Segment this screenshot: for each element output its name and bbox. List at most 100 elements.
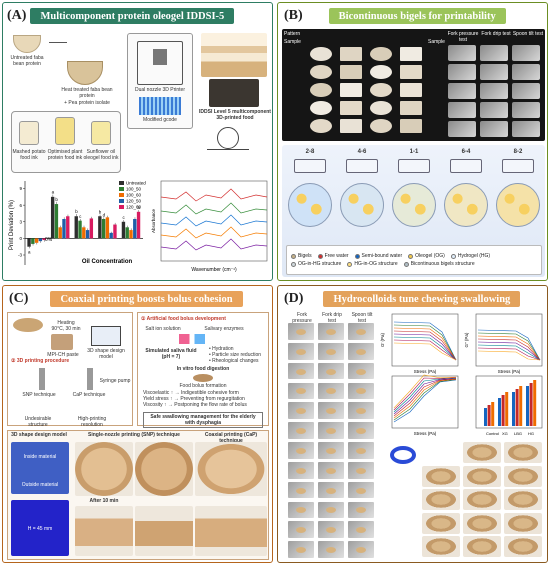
bigel-test-photo [448,102,476,118]
panel-c-title: (C) Coaxial printing boosts bolus cohesi… [9,290,243,308]
bigel-test-photo [480,45,508,61]
printed-sample-photo [463,536,501,557]
spectrum-line-purple [160,238,268,251]
bolus-icon [193,374,213,382]
bigel-test-photo [448,83,476,99]
saliva-fluid-label: Simulated saliva fluid (pH = 7) [145,348,197,360]
ratio-cup-icon [346,159,378,173]
legend-text: Hydrogel (HG) [457,253,491,259]
prop-2: Yield stress ↑ → Preventing from regurgi… [143,396,245,402]
group-bar [484,408,487,426]
bigel-shape-photo [340,65,362,79]
printer-label: Dual nozzle 3D Printer [134,87,186,93]
cap-header: Coaxial printing (CaP) technique [204,432,258,444]
printed-sample-photo [504,536,542,557]
gp-ylabel: G′ (Pa) [380,332,385,347]
legend-item: OG-in-HG structure [291,261,341,267]
printed-sample-photo [422,465,460,487]
group-bar [505,392,509,426]
stress-curve [393,378,457,419]
bar [98,216,102,239]
legend-label: 120_60 [126,205,142,210]
bar [54,204,59,239]
bigel-shape-photo [370,65,392,79]
bigel-shape-photo [340,47,362,61]
sample-blob [296,348,306,355]
untreated-bowl-icon [13,35,41,53]
after-10min-label: After 10 min [89,498,119,504]
bar [27,238,31,247]
significance-letter: b [99,210,102,215]
spectrum-line-green [160,202,268,215]
hydrocolloid-photo-grid [282,322,378,560]
bigel-shape-photo [340,119,362,133]
significance-letter: a [28,249,31,254]
sample-blob [356,348,366,355]
bigel-shape-photo [310,119,332,133]
gp-curve [393,342,457,361]
sample-blob [356,507,366,514]
panel-a-title: (A) Multicomponent protein oleogel IDDSI… [7,7,235,25]
nozzle-icon [153,49,167,65]
legend-swatch [119,205,124,209]
effect-1: • Hydration [209,346,234,352]
bigel-shape-photo [370,83,392,97]
legend-swatch [119,187,124,191]
legend-swatch [291,261,296,267]
spoon-tilt-header: Spoon tilt test [512,31,544,37]
bar [109,232,113,239]
d-fork-drip-header: Fork drip test [322,312,342,324]
sample-blob [326,388,336,395]
spectrum-line-blue [160,214,268,227]
management-label: Safe swallowing management for the elder… [143,412,263,428]
bigel-shape-photo [370,101,392,115]
gpp-curve [477,347,541,361]
heat-treated-label: Heat treated faba bean protein [61,87,113,99]
bigel-test-photo [448,121,476,137]
spectra-ylabel: Absorbance [151,209,156,234]
bigel-test-photo [480,121,508,137]
printed-sample-photo [504,489,542,510]
gpp-curve [477,350,541,361]
bigel-shape-photo [340,101,362,115]
legend-swatch [347,261,353,267]
bigel-shape-photo [310,65,332,79]
bolus-label: Food bolus formation [179,383,227,389]
isolate-label: + Pea protein isolate [64,100,110,106]
powder-bowls-icon [13,318,43,332]
significance-letter: b [75,209,78,214]
printed-sample-photos [422,442,544,560]
mpi-label: MPI-CH paste [47,352,79,358]
bigel-shape-photo [370,47,392,61]
panel-c-title-bar: Coaxial printing boosts bolus cohesion [50,291,243,307]
bigel-structure-circle [340,183,384,227]
legend-item: Bicontinuous bigels structure [403,261,475,267]
bigel-test-photo [512,121,540,137]
group-xg: XG [502,431,508,436]
bar [62,219,66,239]
sample-blob [296,408,306,415]
gp-curve [393,330,457,361]
stress-curve [393,378,457,415]
group-bar [526,386,529,426]
fork-drip-header: Fork drip test [481,31,511,37]
bar [101,219,106,239]
significance-letter: c [79,214,82,219]
ratio-cup-icon [294,159,326,173]
bigel-structure-circle [288,183,332,227]
sample-blob [296,368,306,375]
ratio-cup-icon [398,159,430,173]
legend-text: Semi-bound water [361,253,403,259]
panel-c-letter: (C) [9,291,29,306]
right-process-box [137,312,269,426]
group-bar [533,380,537,426]
sample-blob [356,447,366,454]
bigel-shape-photo [370,119,392,133]
blue-ring-model [390,446,416,464]
bar [34,238,39,243]
legend-label: 100_60 [126,193,142,198]
ratio-label: 4-6 [357,149,367,155]
bigel-structure-circle [444,183,488,227]
